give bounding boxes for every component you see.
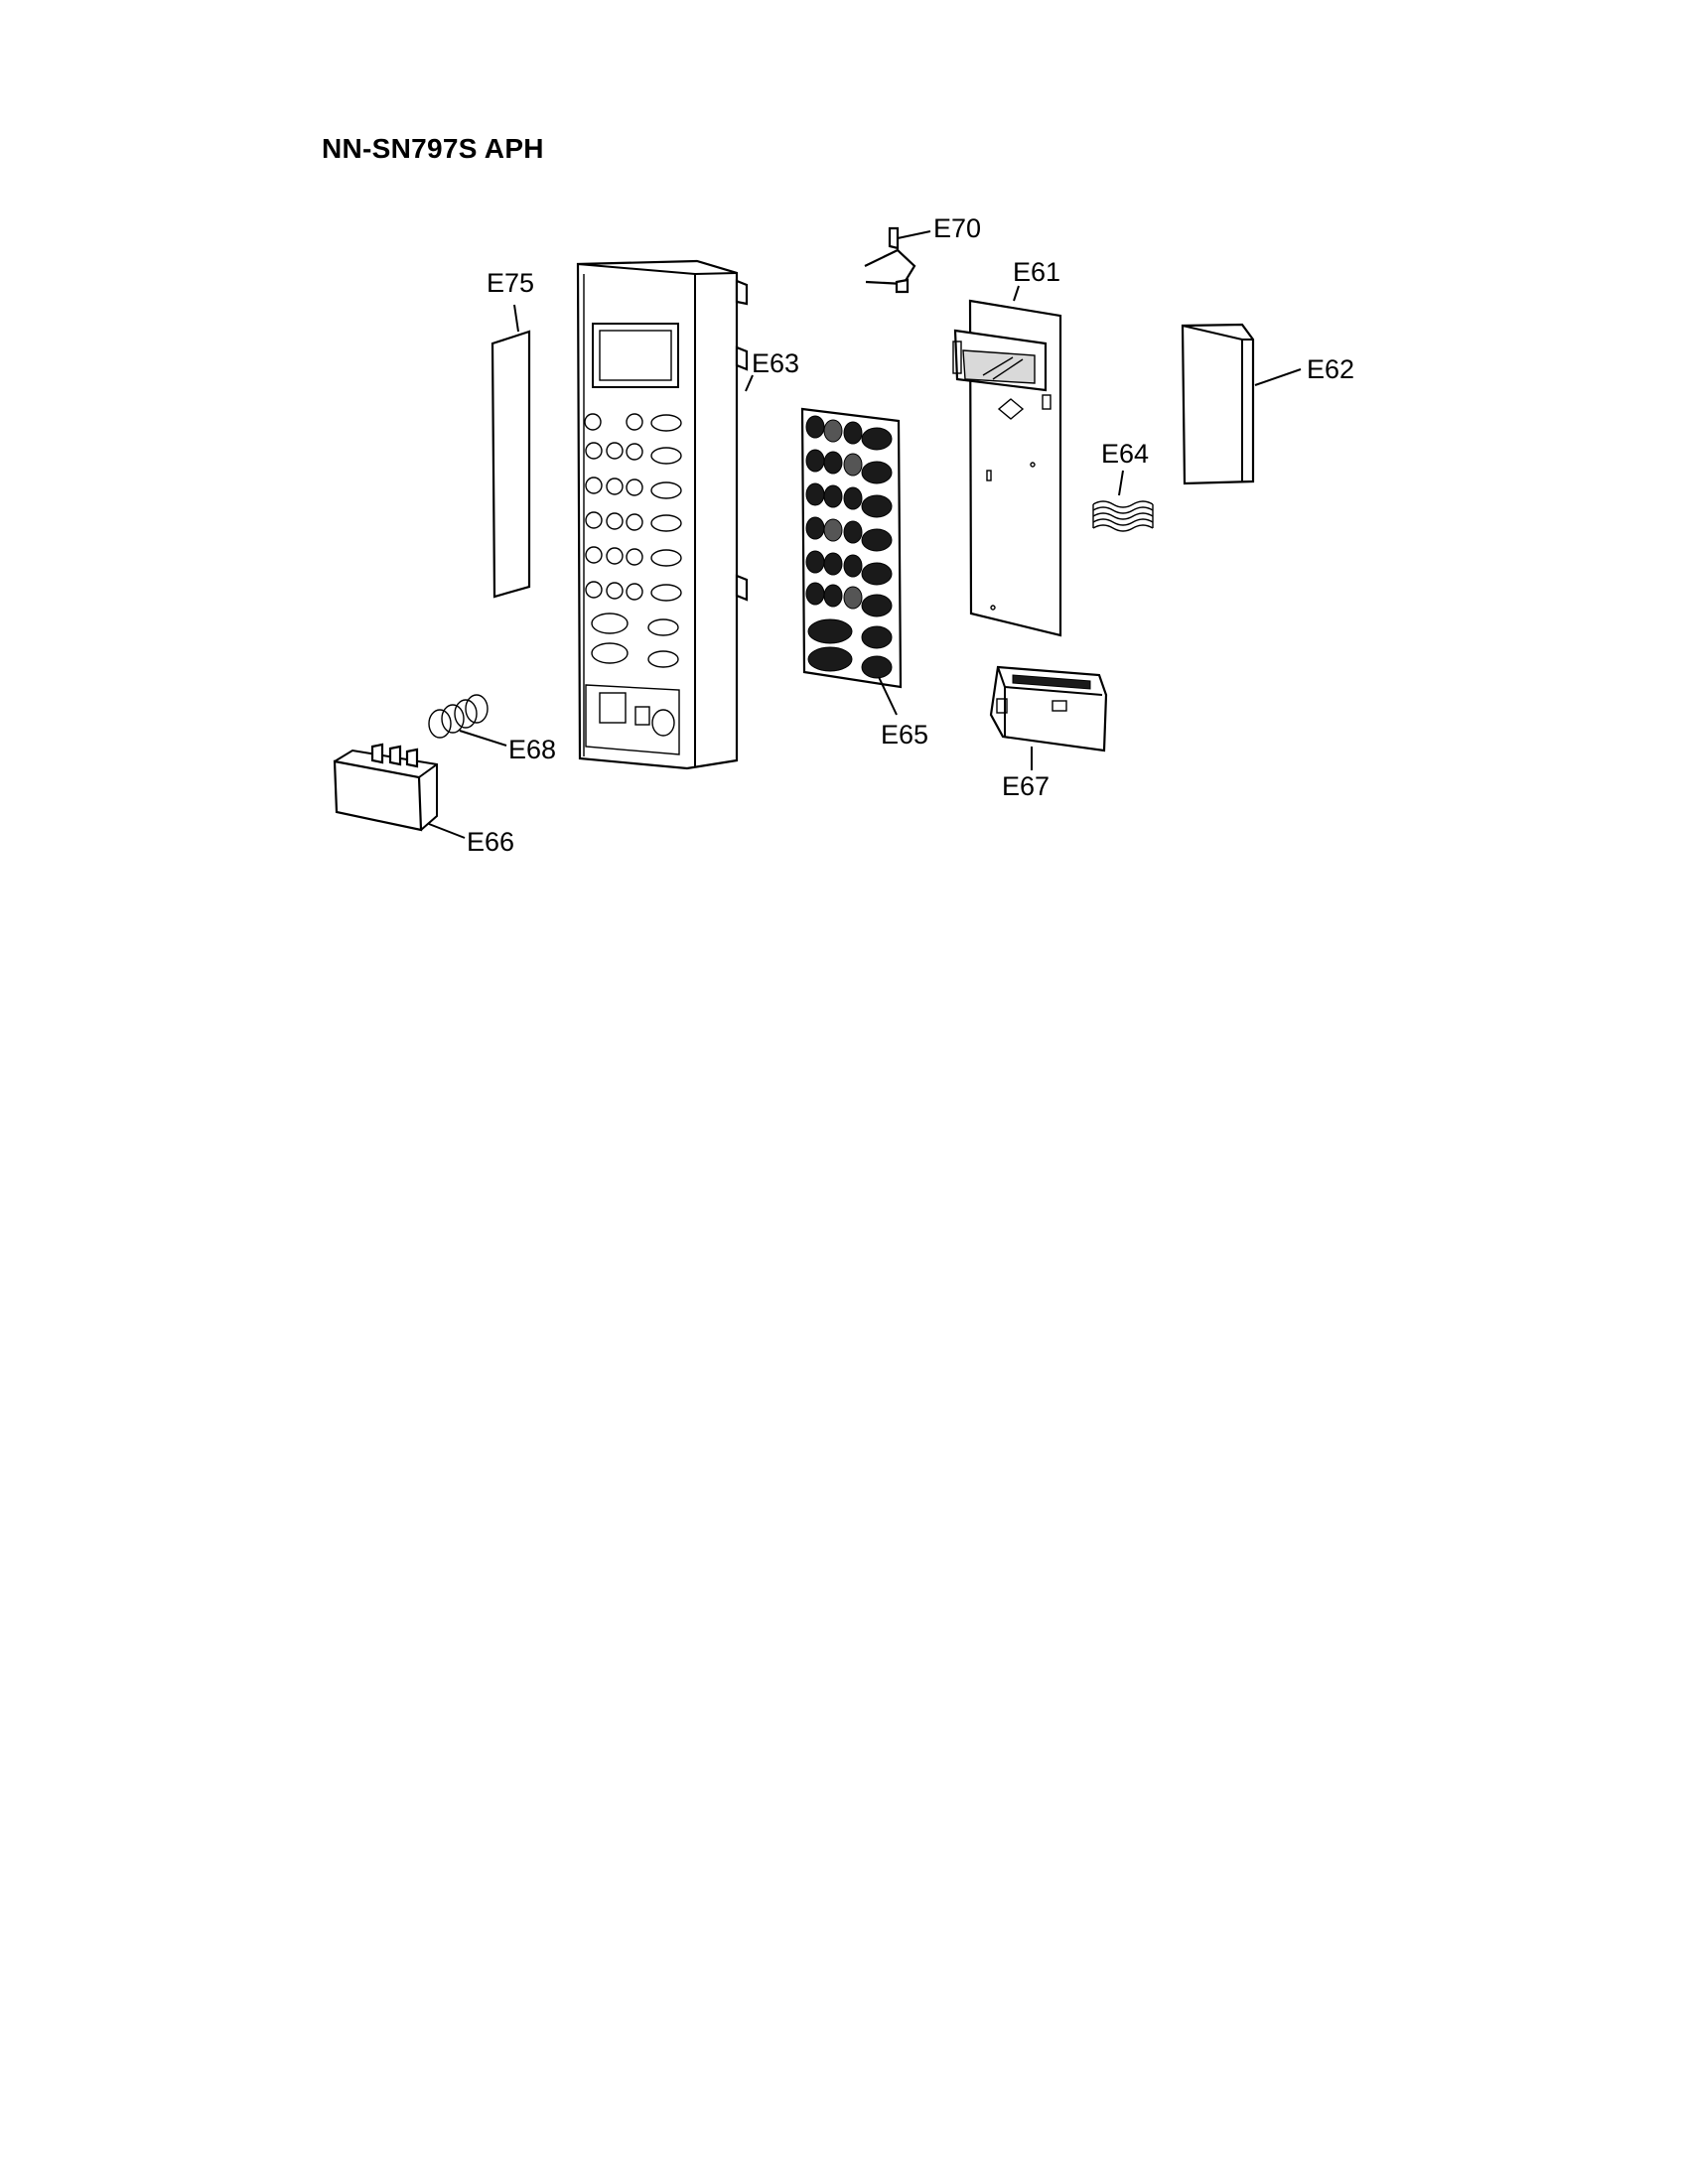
part-e66-release-button: E66 bbox=[333, 743, 514, 857]
label-e70: E70 bbox=[933, 213, 981, 243]
label-e61: E61 bbox=[1013, 257, 1060, 287]
label-e62: E62 bbox=[1307, 354, 1354, 384]
keypad-buttons bbox=[805, 415, 893, 679]
part-e75-decal: E75 bbox=[487, 268, 534, 599]
part-e62-cover: E62 bbox=[1181, 323, 1354, 485]
page-title: NN-SN797S APH bbox=[322, 133, 544, 164]
panel-buttons bbox=[584, 413, 682, 668]
part-e65-keypad: E65 bbox=[800, 407, 928, 750]
part-e64-ribbon-cable: E64 bbox=[1092, 439, 1154, 532]
label-e75: E75 bbox=[487, 268, 534, 298]
label-e67: E67 bbox=[1002, 771, 1050, 801]
label-e68: E68 bbox=[508, 735, 556, 764]
part-e61-pcb: E61 bbox=[952, 257, 1062, 637]
part-e68-spring: E68 bbox=[428, 694, 556, 764]
part-e70-bracket: E70 bbox=[864, 213, 981, 294]
label-e63: E63 bbox=[752, 348, 799, 378]
label-e66: E66 bbox=[467, 827, 514, 857]
part-e63-control-panel: E63 bbox=[576, 259, 799, 770]
label-e64: E64 bbox=[1101, 439, 1149, 469]
label-e65: E65 bbox=[881, 720, 928, 750]
part-e67-lower-bracket: E67 bbox=[989, 665, 1108, 801]
